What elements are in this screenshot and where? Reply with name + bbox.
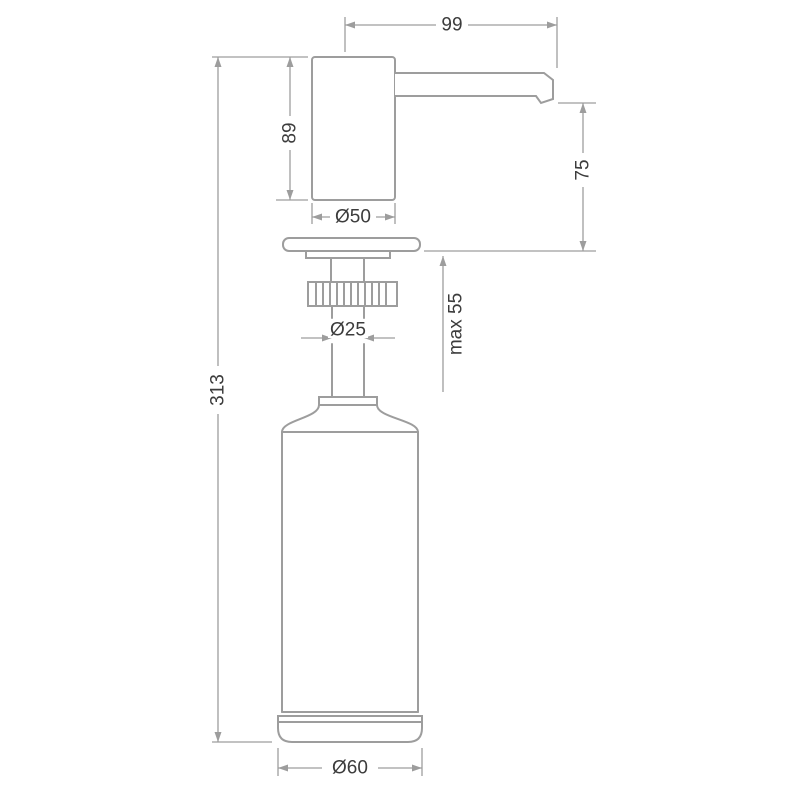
mounting-flange xyxy=(282,237,421,259)
dimension-spout-height: 75 xyxy=(424,102,596,252)
pump-head-body xyxy=(311,56,396,201)
bottle xyxy=(277,396,423,743)
dimension-bottle-diameter: Ø60 xyxy=(277,748,423,779)
arrowhead-up xyxy=(579,103,587,113)
dim-label-max55: max 55 xyxy=(446,293,467,355)
label-mask xyxy=(328,320,368,338)
spout-outline xyxy=(395,72,554,105)
nut-body xyxy=(307,281,398,307)
dim-label-313: 313 xyxy=(208,374,229,406)
bottle-shoulder-right xyxy=(376,404,419,433)
bottle-base xyxy=(277,715,423,743)
dimension-shank-diameter: Ø25 xyxy=(301,320,395,342)
dimension-overall-height: 313 xyxy=(208,57,272,743)
dimension-head-diameter: Ø50 xyxy=(311,203,396,228)
dim-label-99: 99 xyxy=(441,15,462,36)
dimension-pump-head-height: 89 xyxy=(212,56,308,201)
bottle-shoulder-left xyxy=(281,404,320,433)
pump-head xyxy=(311,56,396,201)
nut-ribs xyxy=(315,282,387,306)
dim-label-d50: Ø50 xyxy=(335,207,371,228)
dimension-max-deck-thickness: max 55 xyxy=(439,256,467,392)
flange-lip xyxy=(305,250,391,259)
arrowhead-left xyxy=(278,764,288,772)
arrowhead-left xyxy=(312,213,322,221)
dim-label-d25: Ø25 xyxy=(330,320,366,341)
arrowhead-down xyxy=(214,732,222,742)
arrowhead-left xyxy=(345,21,355,29)
arrowhead-right xyxy=(412,764,422,772)
arrowhead-up xyxy=(439,256,447,266)
arrowhead-left xyxy=(364,334,374,342)
dim-label-75: 75 xyxy=(573,159,594,180)
arrowhead-up xyxy=(286,57,294,67)
bottle-collar xyxy=(318,396,378,406)
suction-tube xyxy=(331,305,365,398)
arrowhead-down xyxy=(286,190,294,200)
dim-label-d60: Ø60 xyxy=(332,758,368,779)
arrowhead-up xyxy=(214,57,222,67)
arrowhead-right xyxy=(547,21,557,29)
dimension-spout-reach: 99 xyxy=(344,15,558,68)
arrowhead-right xyxy=(385,213,395,221)
flange-plate xyxy=(282,237,421,252)
arrowhead-down xyxy=(579,241,587,251)
threaded-shank xyxy=(330,257,365,283)
dim-label-89: 89 xyxy=(280,122,301,143)
arrowhead-right xyxy=(322,334,332,342)
locking-nut xyxy=(307,281,398,307)
spout xyxy=(395,72,554,105)
